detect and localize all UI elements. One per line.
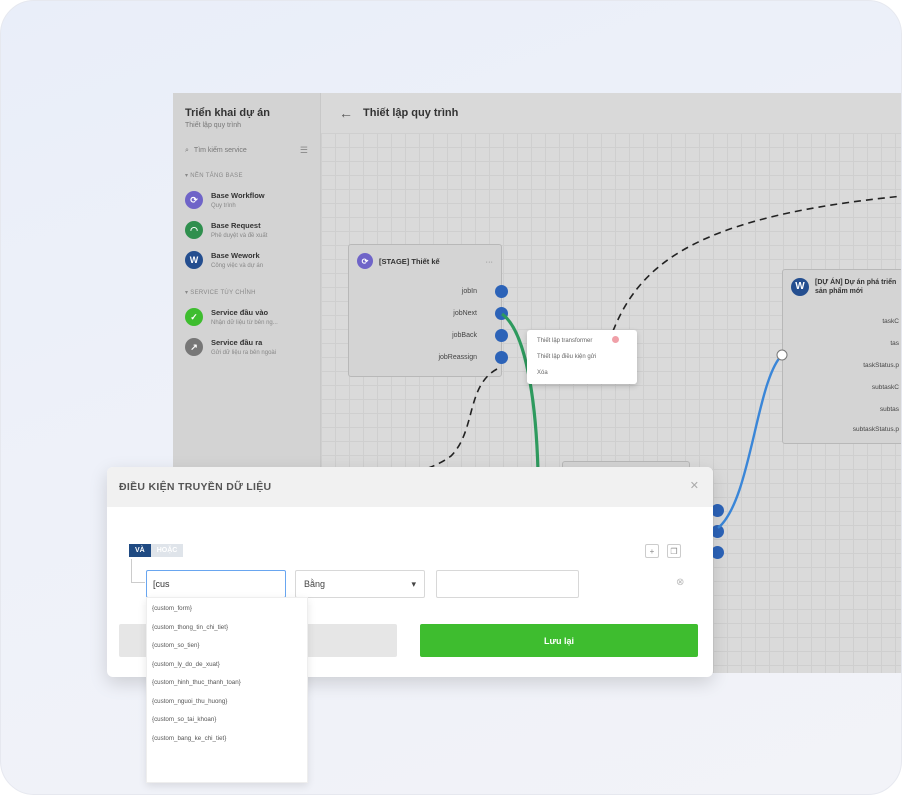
menu-item-delete[interactable]: Xóa [537,370,548,376]
project-node[interactable]: W [DỰ ÁN] Dự án phá triển sản phẩm mới t… [782,269,901,444]
item-name: Service đầu vào [211,308,269,317]
search-icon: ⌕ [185,146,189,154]
item-desc: Công việc và dự án [211,263,264,269]
item-name: Base Workflow [211,191,265,200]
workflow-icon: ⟳ [185,191,203,209]
item-name: Base Request [211,221,261,230]
port-jobreassign[interactable] [495,351,508,364]
toggle-and[interactable]: VÀ [129,544,151,557]
suggestion-item[interactable]: {custom_hinh_thuc_thanh_toan} [152,679,241,686]
workflow-icon: ⟳ [357,253,373,269]
check-icon: ✓ [185,308,203,326]
section-base-label: ▾ NỀN TẢNG BASE [185,173,243,179]
port-label: subtas [879,406,899,413]
canvas-header: ← Thiết lập quy trình [321,93,901,133]
field-suggestion-dropdown: {custom_form} {custom_thong_tin_chi_tiet… [146,597,308,783]
port-label: tas [890,340,899,347]
menu-item-transformer[interactable]: Thiết lập transformer [537,338,593,344]
port-jobback[interactable] [495,329,508,342]
suggestion-item[interactable]: {custom_form} [152,605,192,612]
service-search[interactable]: ⌕ Tìm kiếm service ☰ [185,145,308,156]
port-label-jobin: jobIn [461,288,477,295]
value-input[interactable] [436,570,579,598]
suggestion-item[interactable]: {custom_so_tai_khoan} [152,716,217,723]
stage-node[interactable]: ⟳ [STAGE] Thiết kế ··· jobIn jobNext job… [348,244,502,377]
item-name: Service đầu ra [211,338,263,347]
condition-tools: + ❐ [645,544,681,558]
suggestion-item[interactable]: {custom_thong_tin_chi_tiet} [152,623,229,631]
item-name: Base Wework [211,251,260,260]
port-jobnext[interactable] [495,307,508,320]
menu-item-condition[interactable]: Thiết lập điều kiện gửi [537,354,597,360]
suggestion-item[interactable]: {custom_bang_ke_chi_tiet} [152,734,227,742]
port-jobin[interactable] [495,285,508,298]
sidebar-title: Triển khai dự án [185,107,270,119]
filter-icon[interactable]: ☰ [299,145,308,155]
dialog-header: ĐIỀU KIỆN TRUYỀN DỮ LIỆU [107,467,713,507]
save-button[interactable]: Lưu lại [420,624,698,657]
sidebar-item-service-output[interactable]: ↗ Service đầu ra Gửi dữ liệu ra bên ngoài [185,338,308,356]
item-desc: Gửi dữ liệu ra bên ngoài [211,350,277,356]
section-custom-label: ▾ SERVICE TÙY CHỈNH [185,290,256,296]
wework-icon: W [185,251,203,269]
wework-icon: W [791,278,809,296]
dialog-title: ĐIỀU KIỆN TRUYỀN DỮ LIỆU [119,481,272,493]
suggestion-item[interactable]: {custom_so_tien} [152,642,200,649]
back-arrow-icon[interactable]: ← [339,105,353,121]
search-input[interactable]: Tìm kiếm service [193,147,247,154]
tree-connector [131,559,145,583]
port-label: taskStatus.p [863,362,899,369]
port-label-jobback: jobBack [452,332,477,339]
node-title: [DỰ ÁN] Dự án phá triển sản phẩm mới [815,279,897,296]
remove-condition-icon[interactable]: ⊗ [676,577,685,588]
copy-icon[interactable]: ❐ [667,544,681,558]
toggle-or[interactable]: HOẶC [150,544,184,557]
output-icon: ↗ [185,338,203,356]
port-label-jobnext: jobNext [453,310,477,317]
item-desc: Quy trình [211,203,236,209]
node-title: [STAGE] Thiết kế [379,256,440,266]
wire-context-menu: Thiết lập transformer Thiết lập điều kiệ… [527,330,637,384]
item-desc: Phê duyệt và đề xuất [211,233,268,239]
port-label: taskC [882,318,899,325]
more-icon[interactable]: ··· [485,256,494,266]
suggestion-item[interactable]: {custom_ly_do_de_xuat} [152,660,220,668]
add-condition-icon[interactable]: + [645,544,659,558]
connection-handle-icon[interactable] [612,336,619,343]
operator-select[interactable]: Bằng ▾ [295,570,425,598]
close-icon[interactable]: ✕ [689,480,699,492]
field-input[interactable] [146,570,286,598]
port-label: subtaskStatus.p [852,426,899,433]
operator-value: Bằng [304,579,326,589]
suggestion-item[interactable]: {custom_nguoi_thu_huong} [152,697,228,705]
item-desc: Nhận dữ liệu từ bên ng... [211,320,278,326]
port[interactable] [711,546,724,559]
page-title: Thiết lập quy trình [363,107,459,119]
sidebar-subtitle: Thiết lập quy trình [185,122,242,129]
request-icon: ◠ [185,221,203,239]
logic-toggle: VÀ HOẶC [129,544,184,557]
port-label: subtaskC [871,384,899,391]
chevron-down-icon: ▾ [411,578,416,589]
port-label-jobreassign: jobReassign [438,354,477,361]
